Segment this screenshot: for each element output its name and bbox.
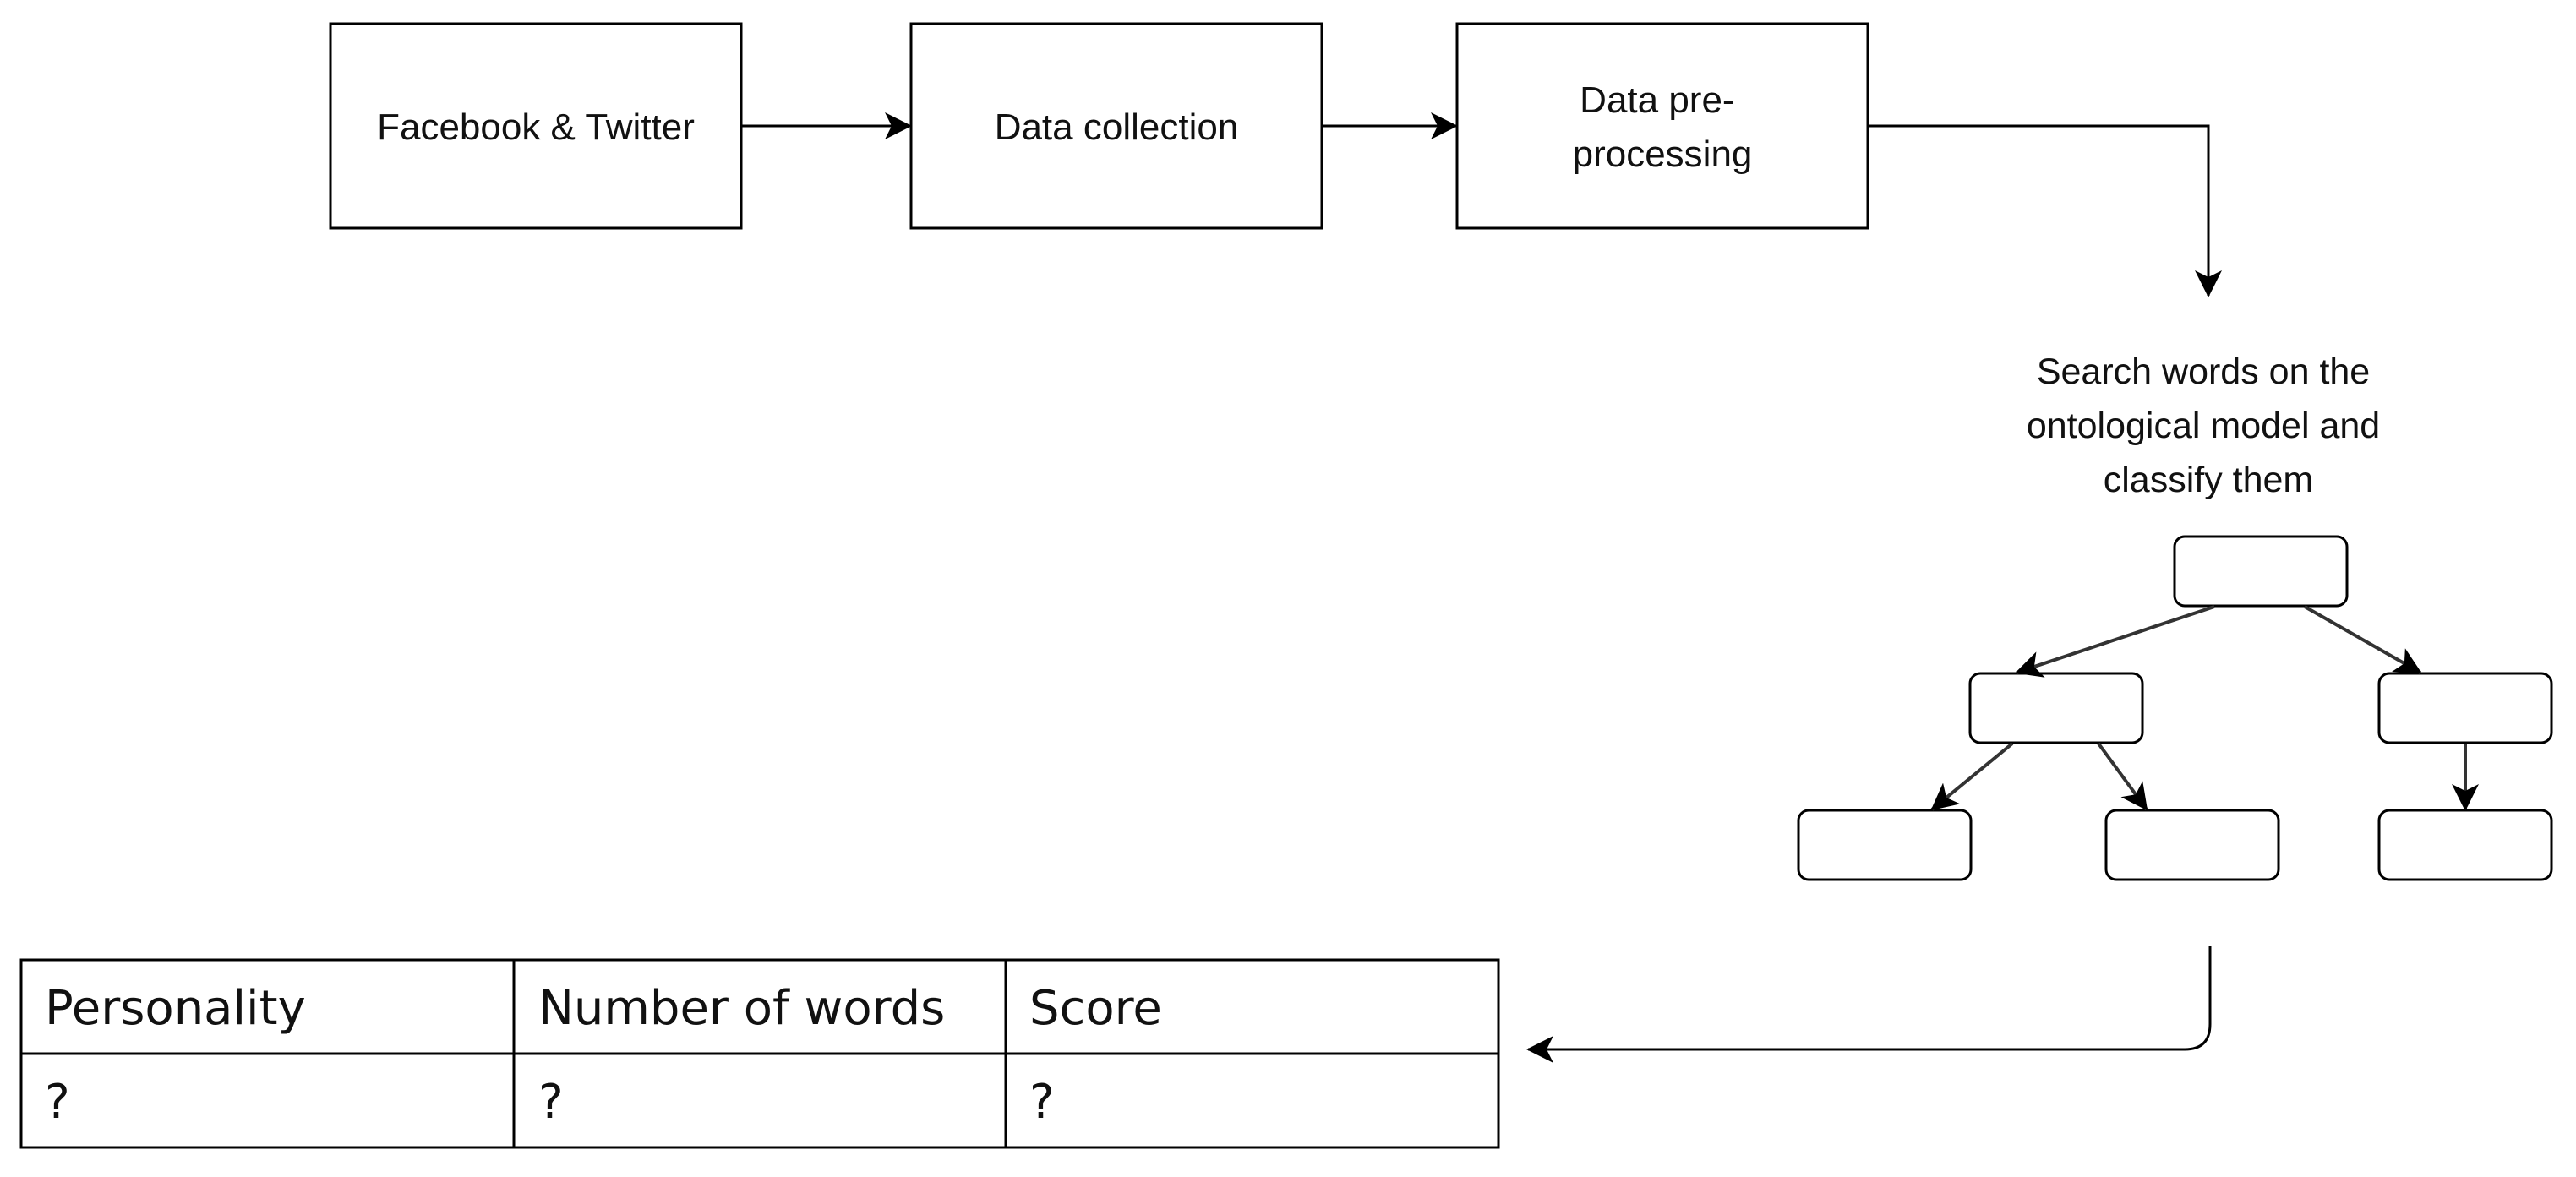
arrow-tree-to-table: [1526, 946, 2212, 1063]
process-box-data-collection: Data collection: [909, 22, 1323, 230]
search-step-label: Search words on the ontological model an…: [2027, 351, 2390, 500]
result-table: Personality Number of words Score ? ? ?: [19, 958, 1500, 1149]
search-step-line-2: ontological model and: [2027, 406, 2380, 446]
tree-node-left-right: [2104, 809, 2280, 881]
tree-node-root: [2173, 535, 2349, 608]
table-header-personality: Personality: [45, 981, 306, 1036]
process-box-preprocessing-line-1: Data pre-: [1580, 79, 1734, 121]
process-box-preprocessing: Data pre- processing: [1455, 22, 1869, 230]
process-box-data-collection-label: Data collection: [995, 106, 1239, 148]
tree-edge-root-right: [2304, 605, 2422, 674]
process-box-source-label: Facebook & Twitter: [377, 106, 695, 148]
table-header-number-of-words: Number of words: [538, 981, 945, 1036]
process-box-source-line-1: Facebook & Twitter: [377, 106, 695, 148]
tree-node-left-left: [1797, 809, 1973, 881]
table-cell-personality: ?: [45, 1075, 70, 1130]
arrow-preprocessing-to-search: [1868, 124, 2222, 297]
process-box-data-collection-line-1: Data collection: [995, 106, 1239, 148]
tree-edge-left-right: [2097, 742, 2148, 811]
table-cell-number-of-words: ?: [538, 1075, 564, 1130]
process-box-preprocessing-line-2: processing: [1573, 134, 1753, 175]
table-cell-score: ?: [1029, 1075, 1055, 1130]
tree-edge-left-left: [1930, 742, 2014, 811]
tree-node-right-child: [2377, 809, 2553, 881]
search-step-line-3: classify them: [2104, 460, 2314, 500]
table-header-score: Score: [1029, 981, 1162, 1036]
tree-edge-root-left: [2015, 605, 2215, 678]
process-box-source: Facebook & Twitter: [329, 22, 743, 230]
search-step-line-1: Search words on the: [2037, 351, 2370, 392]
ontology-tree: [1797, 535, 2553, 881]
tree-node-left: [1968, 672, 2144, 744]
tree-node-right: [2377, 672, 2553, 744]
process-box-preprocessing-label: Data pre- processing: [1573, 79, 1753, 175]
